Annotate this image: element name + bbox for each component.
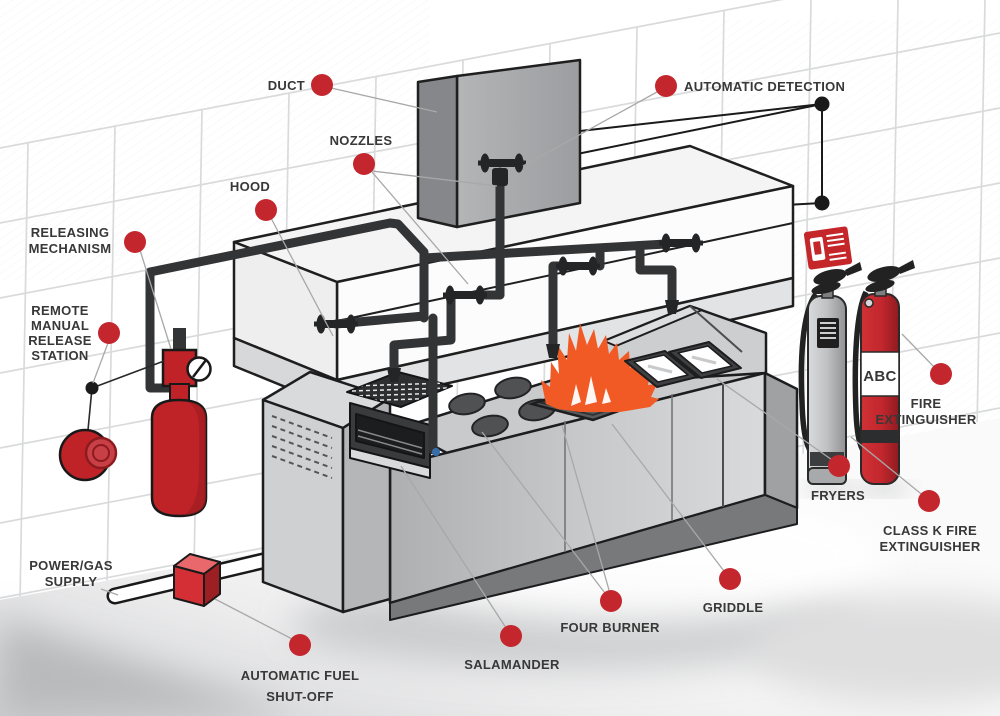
flame-icon <box>541 323 659 412</box>
leader-lines <box>92 87 938 642</box>
fire-extinguisher-marker <box>930 363 952 385</box>
class-k-marker <box>918 490 940 512</box>
main-run-pipe <box>419 239 671 263</box>
label-class-k-1: CLASS K FIRE <box>883 523 977 538</box>
nozzles-marker <box>353 153 375 175</box>
griddle-station <box>527 323 659 422</box>
duct-marker <box>311 74 333 96</box>
power-gas-supply-pipe <box>106 548 289 607</box>
automatic-fuel-shut-off-valve <box>173 553 221 607</box>
label-remote-4: STATION <box>31 348 88 363</box>
cable-pulley <box>85 381 99 395</box>
label-griddle: GRIDDLE <box>703 600 764 615</box>
hood-nozzle <box>314 314 358 334</box>
label-class-k-2: EXTINGUISHER <box>879 539 980 554</box>
floor-shade-right <box>750 595 1000 705</box>
label-power-gas-2: SUPPLY <box>45 574 98 589</box>
salamander-broiler <box>346 371 453 479</box>
salamander-tray <box>349 447 431 479</box>
extinguisher-handle <box>813 269 847 285</box>
fryer-ledge-top <box>603 305 703 347</box>
salamander-opening <box>355 413 425 459</box>
fryer-drop-pipe <box>635 241 677 305</box>
label-four-burner: FOUR BURNER <box>560 620 660 635</box>
extinguisher-band <box>861 430 899 443</box>
label-automatic-fuel-2: SHUT-OFF <box>266 689 333 704</box>
salamander-valve <box>432 448 440 456</box>
four-burner-range <box>448 376 556 438</box>
remote-release-marker <box>98 322 120 344</box>
abc-label: ABC <box>863 368 896 385</box>
label-hood: HOOD <box>230 179 270 194</box>
label-salamander: SALAMANDER <box>464 657 560 672</box>
four-burner-marker <box>600 590 622 612</box>
detector-node-top <box>814 96 830 112</box>
extinguisher-gauge <box>864 298 874 308</box>
burner <box>471 414 509 438</box>
releasing-mechanism-marker <box>124 231 146 253</box>
extinguisher-nozzle <box>845 262 862 276</box>
griddle-marker <box>719 568 741 590</box>
label-automatic-fuel-1: AUTOMATIC FUEL <box>241 668 360 683</box>
remote-manual-release-station <box>58 360 165 482</box>
tank-pipe-stub <box>173 328 186 352</box>
label-power-gas-1: POWER/GAS <box>29 558 113 573</box>
nozzle-fittings <box>314 153 703 456</box>
label-remote-1: REMOTE <box>31 303 88 318</box>
counter-plinth <box>389 494 798 621</box>
extinguisher-nozzle <box>898 260 915 274</box>
tank-riser-pipe <box>145 267 183 393</box>
gauge-needle <box>192 359 207 378</box>
label-markers <box>98 74 952 656</box>
label-fryers: FRYERS <box>811 488 865 503</box>
flame-inner-white-2 <box>585 376 597 405</box>
hood-nozzle <box>443 285 487 305</box>
flame-inner-white-3 <box>602 388 611 404</box>
flame-inner-white-1 <box>571 384 581 406</box>
labels: DUCT NOZZLES HOOD RELEASING MECHANISM RE… <box>28 78 980 704</box>
salamander-marker <box>500 625 522 647</box>
class-k-fire-extinguisher <box>798 262 862 494</box>
extinguisher-handle <box>867 266 901 282</box>
label-remote-2: MANUAL <box>31 318 89 333</box>
cabinet-left-face <box>261 398 345 614</box>
floor-shade-left <box>0 620 300 716</box>
fire-extinguisher-sign-icon <box>803 226 853 270</box>
label-fire-extinguisher-1: FIRE <box>911 396 942 411</box>
label-nozzles: NOZZLES <box>330 133 393 148</box>
suppression-piping <box>331 167 677 455</box>
label-fire-extinguisher-2: EXTINGUISHER <box>875 412 976 427</box>
hood-nozzle <box>556 256 600 276</box>
counter-right-face <box>763 371 799 510</box>
abc-fire-extinguisher: ABC <box>852 260 915 494</box>
salamander-top <box>346 371 453 408</box>
label-releasing-mechanism-2: MECHANISM <box>29 241 112 256</box>
nozzle-tip <box>387 368 401 382</box>
release-station-ring <box>84 436 118 470</box>
label-automatic-detection: AUTOMATIC DETECTION <box>684 79 845 94</box>
automatic-detection-marker <box>655 75 677 97</box>
burner <box>448 392 486 416</box>
nozzle-tip <box>665 300 679 314</box>
label-duct: DUCT <box>268 78 305 93</box>
extinguisher-hose <box>852 290 869 454</box>
label-releasing-mechanism-1: RELEASING <box>31 225 110 240</box>
automatic-fuel-marker <box>289 634 311 656</box>
nozzle-tip <box>546 344 560 358</box>
label-remote-3: RELEASE <box>28 333 92 348</box>
fryers-marker <box>828 455 850 477</box>
extinguisher-label-band <box>860 351 900 397</box>
duct-left-face <box>416 74 459 229</box>
fryers <box>624 341 742 388</box>
hood-marker <box>255 199 277 221</box>
tank-shading <box>184 402 206 515</box>
duct-nozzle <box>478 153 526 173</box>
hood-nozzle <box>659 233 703 253</box>
duct-front-face <box>455 58 582 229</box>
burner <box>494 376 532 400</box>
detector-node-bottom <box>814 195 830 211</box>
release-station-center <box>92 444 110 462</box>
left-drop-pipe <box>389 290 456 375</box>
